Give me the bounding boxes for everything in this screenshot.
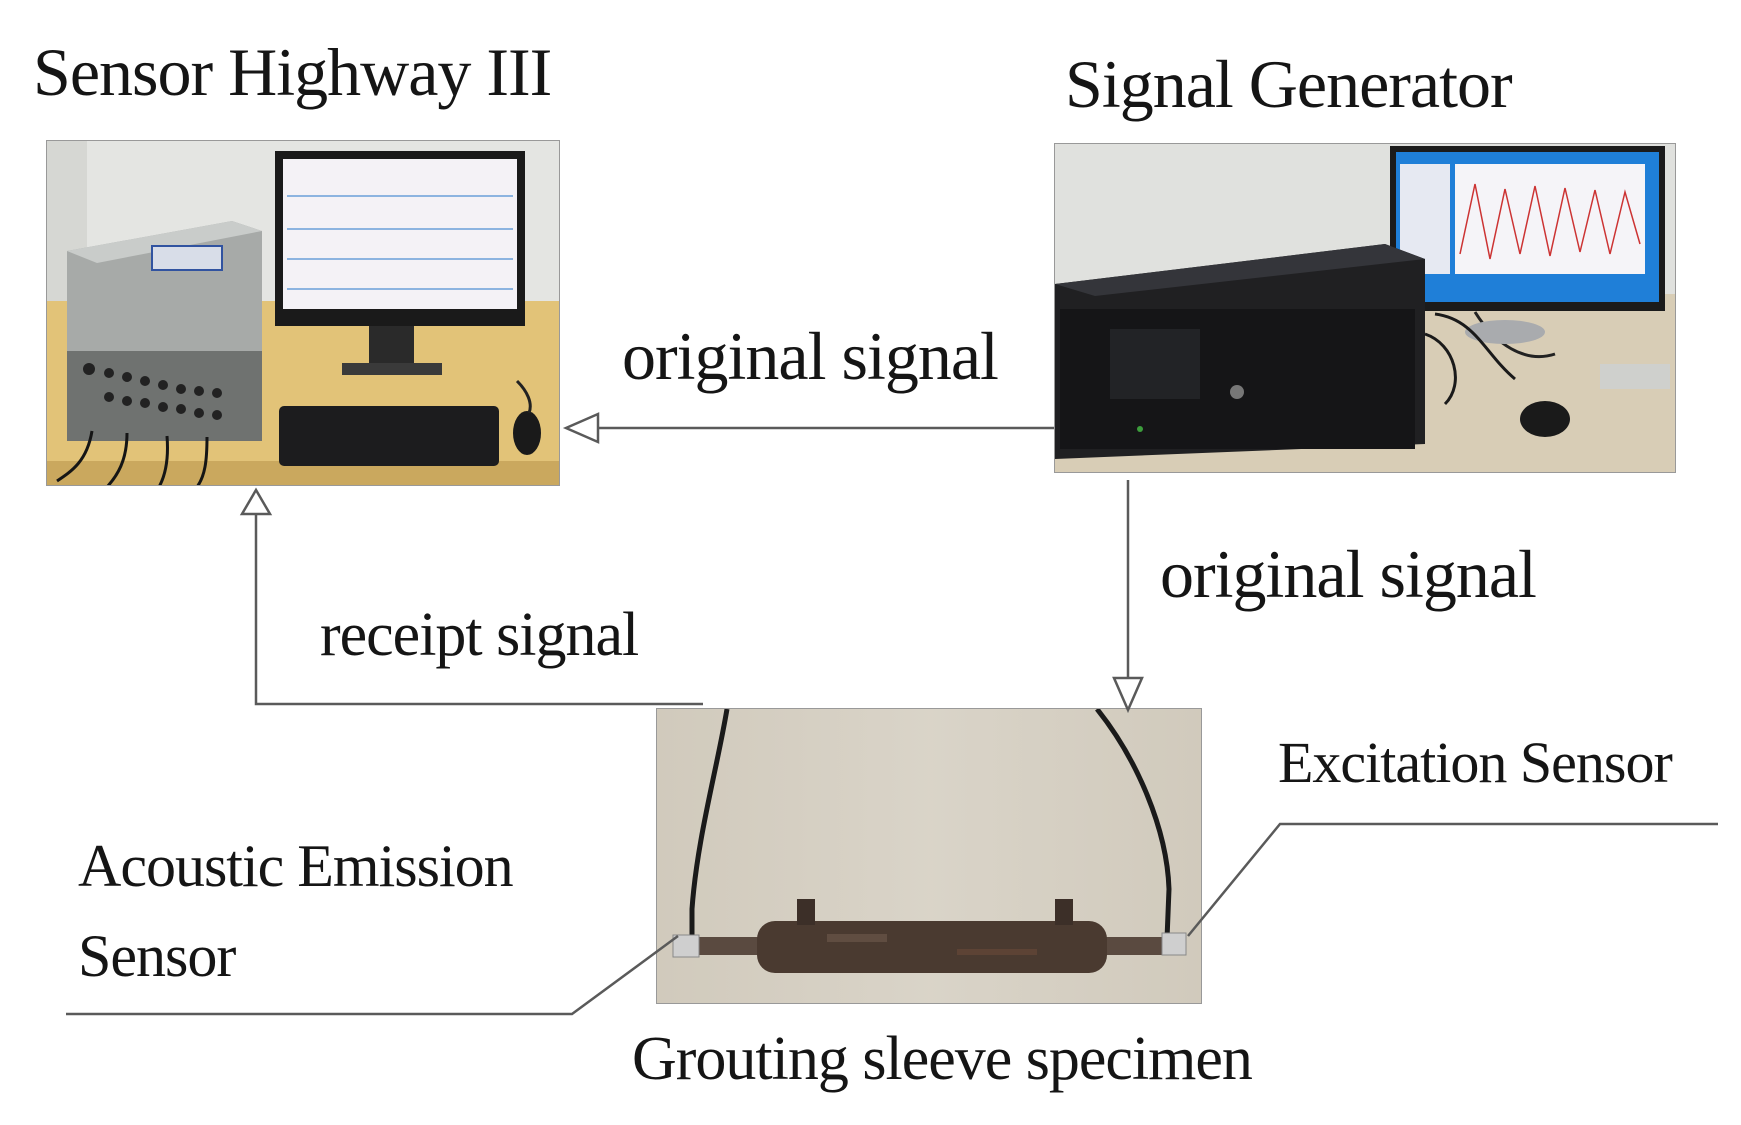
grouting-sleeve-photo <box>656 708 1202 1004</box>
receipt-signal-line <box>254 512 703 706</box>
receipt-signal-label: receipt signal <box>320 601 639 669</box>
signal-generator-photo <box>1054 143 1676 473</box>
sensor-highway-illustration <box>47 141 559 485</box>
excitation-sensor-leader <box>1187 822 1718 937</box>
excitation-sensor-label: Excitation Sensor <box>1278 730 1673 795</box>
arrow-left <box>562 412 600 444</box>
acoustic-sensor-leader <box>66 934 679 1016</box>
arrow-up <box>239 487 273 516</box>
sensor-highway-title: Sensor Highway III <box>33 34 552 110</box>
arrow-down <box>1112 676 1144 714</box>
signal-generator-title: Signal Generator <box>1065 46 1513 122</box>
acoustic-emission-label-line1: Acoustic Emission <box>78 833 514 899</box>
specimen-label: Grouting sleeve specimen <box>632 1025 1253 1093</box>
original-signal-label-right: original signal <box>1160 536 1537 612</box>
signal-generator-illustration <box>1055 144 1675 472</box>
acoustic-emission-label-line2: Sensor <box>78 923 236 989</box>
original-signal-label-top: original signal <box>622 318 999 394</box>
grouting-sleeve-illustration <box>657 709 1201 1003</box>
sensor-highway-photo <box>46 140 560 486</box>
